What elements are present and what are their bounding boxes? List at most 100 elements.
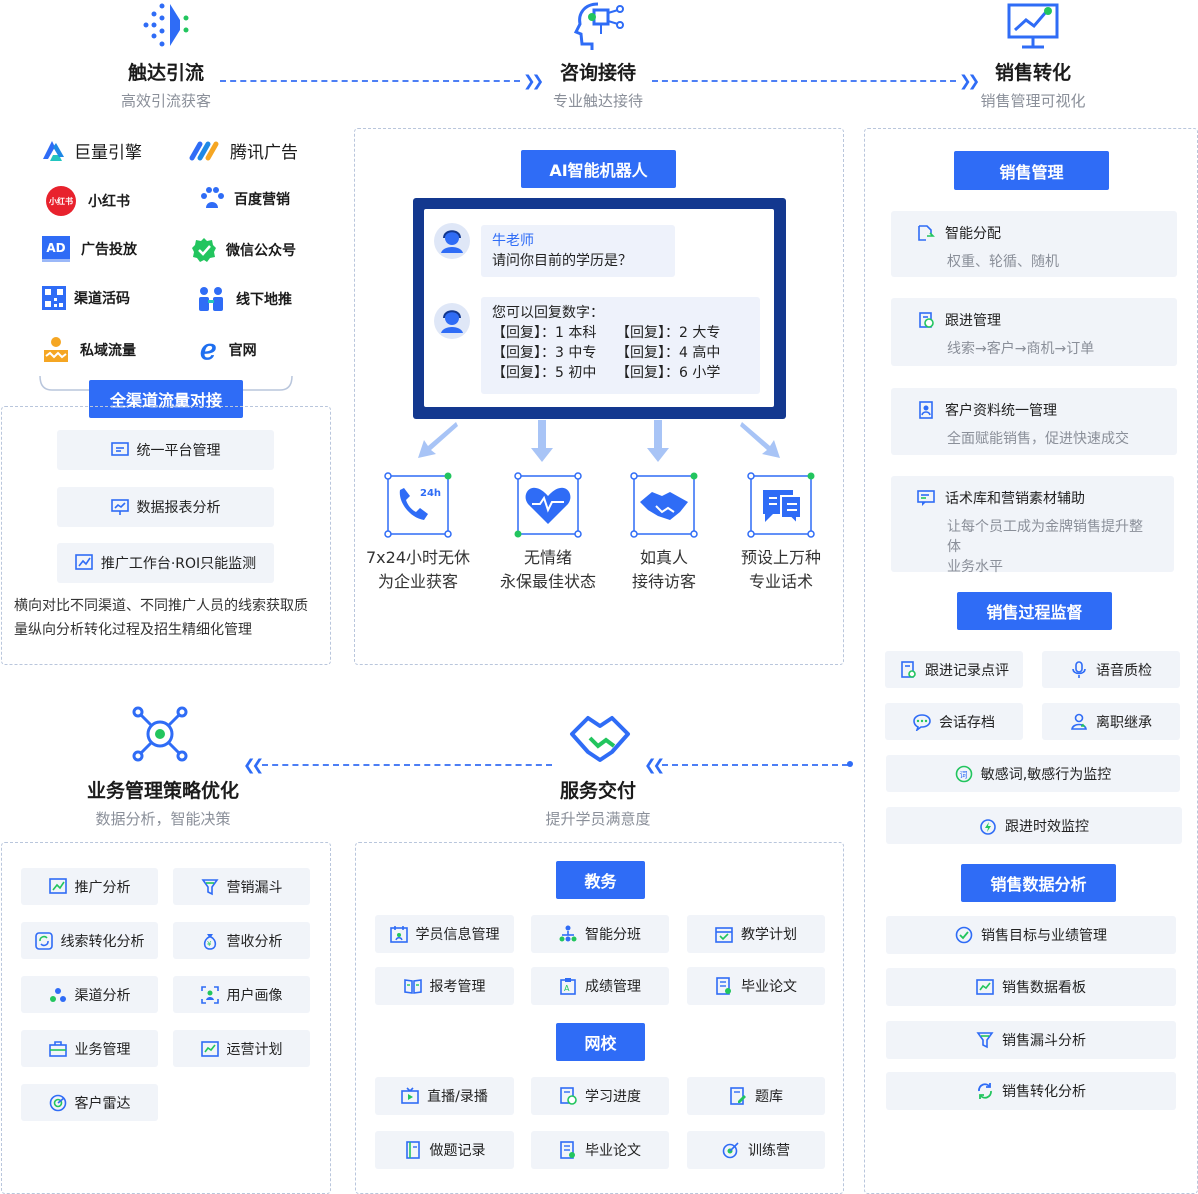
online-school-button[interactable]: 网校 [556,1023,645,1061]
edu-item-exam-registration[interactable]: 报考管理 [375,967,514,1005]
monitor-item-followup-review[interactable]: 跟进记录点评 [885,651,1023,688]
biz-item-user-persona[interactable]: 用户画像 [173,976,310,1013]
pill-unified-platform[interactable]: 统一平台管理 [57,430,274,470]
connector-consult-sales [652,80,956,82]
monitor-item-resign-inherit[interactable]: 离职继承 [1042,703,1180,740]
biz-item-ops-plan[interactable]: 运营计划 [173,1030,310,1067]
net-item-question-bank[interactable]: 题库 [687,1077,825,1115]
edu-item-student-info[interactable]: 学员信息管理 [375,915,514,953]
xiaohongshu-logo-icon: 小红书 [46,186,76,216]
monitor-item-voice-qc[interactable]: 语音质检 [1042,651,1180,688]
stage-sales-subtitle: 销售管理可视化 [980,92,1086,110]
brand-tencent-ads: 腾讯广告 [188,138,298,163]
arrow-down-icon [531,420,553,462]
stage-reach-title: 触达引流 [127,62,204,84]
chat-script-icon [747,472,815,538]
net-item-practice-record[interactable]: 做题记录 [375,1131,514,1169]
brand-private-traffic: 私域流量 [42,336,136,364]
heart-pulse-icon [514,472,582,538]
monitor-item-timeliness[interactable]: 跟进时效监控 [886,807,1182,844]
biz-item-marketing-funnel[interactable]: 营销漏斗 [173,868,310,905]
record-review-icon [899,660,917,679]
brand-wechat-official: 微信公众号 [190,236,296,264]
brand-xiaohongshu: 小红书 小红书 [46,186,130,216]
funnel-icon [976,1031,994,1049]
wechat-badge-icon [192,238,216,262]
net-item-thesis[interactable]: 毕业论文 [531,1131,669,1169]
arrow-down-right-icon [740,422,780,458]
robot-avatar-icon [434,303,470,339]
net-item-live-recorded[interactable]: 直播/录播 [375,1077,514,1115]
profile-doc-icon [917,401,935,419]
monitor-item-sensitive[interactable]: 词 敏感词,敏感行为监控 [886,755,1180,792]
net-item-learning-progress[interactable]: 学习进度 [531,1077,669,1115]
brand-baidu: 百度营销 [198,186,290,212]
teacher-question: 请问你目前的学历是？ [492,253,632,269]
edu-item-smart-class[interactable]: 智能分班 [531,915,669,953]
org-tree-icon [559,925,577,943]
trend-chart-icon [75,554,93,572]
stage-consult-title: 咨询接待 [559,62,636,84]
timer-bolt-icon [979,817,997,835]
biz-item-channel-analysis[interactable]: 渠道分析 [21,976,158,1013]
biz-item-revenue[interactable]: ¥ 营收分析 [173,922,310,959]
radar-icon [49,1094,67,1112]
edu-affairs-button[interactable]: 教务 [556,861,645,899]
sales-item-customer-profile[interactable]: 客户资料统一管理 全面赋能销售，促进快速成交 [891,388,1177,455]
data-item-funnel[interactable]: 销售漏斗分析 [886,1021,1176,1059]
reply-intro: 您可以回复数字： [492,305,604,321]
chevron-right-icon: ❯❯ [959,72,980,90]
svg-text:¥: ¥ [207,940,212,948]
edu-item-grades[interactable]: A 成绩管理 [531,967,669,1005]
sales-item-script-library[interactable]: 话术库和营销素材辅助 让每个员工成为金牌销售提升整体业务水平 [891,476,1174,575]
assign-icon [917,224,935,242]
user-transfer-icon [1070,713,1088,731]
monitor-item-session-archive[interactable]: 会话存档 [885,703,1023,740]
robot-panel [354,128,844,665]
trend-chart-icon [48,877,67,896]
funnel-icon [200,878,219,896]
chevron-left-icon: ❮❮ [644,756,665,774]
chat-board-icon [917,489,935,507]
biz-item-lead-conversion[interactable]: 线索转化分析 [21,922,158,959]
net-item-training-camp[interactable]: 训练营 [687,1131,825,1169]
sales-data-button[interactable]: 销售数据分析 [961,864,1116,902]
qrcode-icon [42,286,66,310]
thesis-doc-icon [559,1141,577,1159]
sales-item-followup[interactable]: 跟进管理 线索→客户→商机→订单 [891,298,1177,366]
sales-monitor-button[interactable]: 销售过程监督 [957,592,1112,630]
chat-dots-icon [913,713,931,731]
student-calendar-icon [389,925,408,943]
stage-reach-subtitle: 高效引流获客 [120,92,211,110]
sales-item-smart-assign[interactable]: 智能分配 权重、轮循、随机 [891,211,1177,277]
edu-item-teaching-plan[interactable]: 教学计划 [687,915,825,953]
edu-item-thesis[interactable]: 毕业论文 [687,967,825,1005]
svg-text:A: A [564,984,570,993]
handshake-icon [630,472,698,538]
pill-roi-monitor[interactable]: 推广工作台·ROI只能监测 [57,543,274,583]
svg-text:24h: 24h [420,488,441,499]
data-item-conversion[interactable]: 销售转化分析 [886,1072,1176,1110]
cluster-icon [49,986,67,1004]
reply-row: 【回复】：5 初中【回复】：6 小学 [492,365,721,381]
biz-item-promo-analysis[interactable]: 推广分析 [21,868,158,905]
service-handshake-icon [570,716,630,762]
robot-avatar-icon [434,223,470,259]
briefcase-icon [48,1040,67,1058]
data-item-dashboard[interactable]: 销售数据看板 [886,968,1176,1006]
report-board-icon [110,498,129,516]
data-item-target-performance[interactable]: 销售目标与业绩管理 [886,916,1176,954]
biz-item-business-mgmt[interactable]: 业务管理 [21,1030,158,1067]
target-icon [955,926,973,944]
omni-channel-button[interactable]: 全渠道流量对接 [89,380,243,418]
ai-robot-button[interactable]: AI智能机器人 [521,150,676,188]
clipboard-clock-icon [917,311,935,329]
sales-mgmt-button[interactable]: 销售管理 [954,151,1109,190]
calendar-check-icon [715,925,733,943]
pill-data-report[interactable]: 数据报表分析 [57,487,274,527]
channel-note: 横向对比不同渠道、不同推广人员的线索获取质 量纵向分析转化过程及招生精细化管理 [14,598,308,638]
stage-service-title: 服务交付 [559,780,636,802]
connector-sales-service [662,764,848,766]
biz-item-customer-radar[interactable]: 客户雷达 [21,1084,158,1121]
feature-scripts: 预设上万种专业话术 [721,472,841,594]
